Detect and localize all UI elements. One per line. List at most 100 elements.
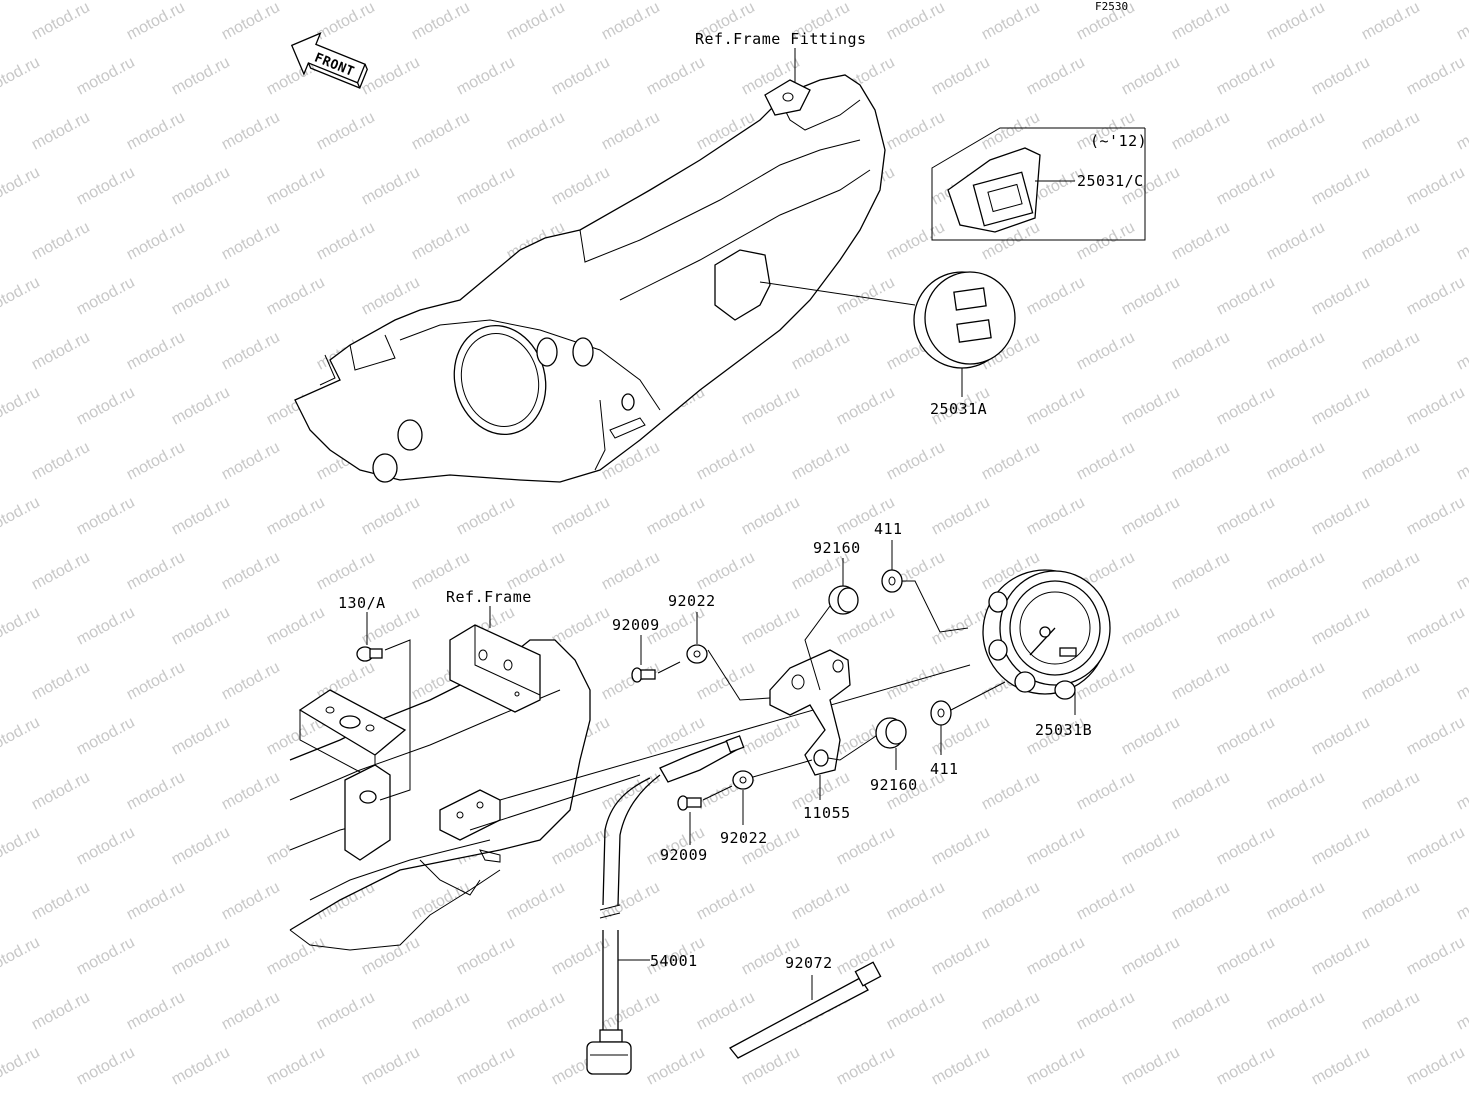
label-ref-frame-fittings: Ref.Frame Fittings: [695, 30, 867, 48]
watermark-text: motod.ru: [834, 824, 898, 869]
watermark-text: motod.ru: [644, 494, 708, 539]
watermark-text: motod.ru: [1454, 659, 1469, 704]
watermark-text: motod.ru: [454, 54, 518, 99]
watermark-text: motod.ru: [739, 714, 803, 759]
watermark-text: motod.ru: [1264, 769, 1328, 814]
watermark-text: motod.ru: [124, 549, 188, 594]
watermark-text: motod.ru: [314, 219, 378, 264]
watermark-text: motod.ru: [1024, 54, 1088, 99]
watermark-text: motod.ru: [264, 164, 328, 209]
watermark-text: motod.ru: [1264, 109, 1328, 154]
watermark-text: motod.ru: [789, 329, 853, 374]
watermark-text: motod.ru: [29, 659, 93, 704]
watermark-text: motod.ru: [739, 494, 803, 539]
watermark-text: motod.ru: [1214, 934, 1278, 979]
label-92009-top: 92009: [612, 616, 660, 634]
watermark-text: motod.ru: [1309, 604, 1373, 649]
watermark-text: motod.ru: [264, 274, 328, 319]
watermark-text: motod.ru: [1169, 109, 1233, 154]
watermark-text: motod.ru: [1214, 494, 1278, 539]
watermark-text: motod.ru: [409, 109, 473, 154]
watermark-text: motod.ru: [169, 274, 233, 319]
watermark-text: motod.ru: [1309, 54, 1373, 99]
watermark-text: motod.ru: [1214, 714, 1278, 759]
watermark-text: motod.ru: [409, 0, 473, 44]
watermark-text: motod.ru: [1169, 659, 1233, 704]
diagram-code: F2530: [1095, 0, 1128, 13]
watermark-text: motod.ru: [0, 824, 43, 869]
part-92072-cable-tie: [729, 961, 882, 1059]
watermark-text: motod.ru: [1404, 714, 1468, 759]
watermark-text: motod.ru: [1359, 0, 1423, 44]
watermark-text: motod.ru: [1119, 1044, 1183, 1089]
watermark-text: motod.ru: [979, 989, 1043, 1034]
watermark-text: motod.ru: [929, 494, 993, 539]
watermark-text: motod.ru: [74, 164, 138, 209]
watermark-text: motod.ru: [1119, 604, 1183, 649]
watermark-text: motod.ru: [789, 879, 853, 924]
watermark-text: motod.ru: [834, 274, 898, 319]
watermark-text: motod.ru: [264, 604, 328, 649]
watermark-text: motod.ru: [454, 934, 518, 979]
watermark-text: motod.ru: [1169, 989, 1233, 1034]
label-411-top: 411: [874, 520, 903, 538]
watermark-text: motod.ru: [1404, 384, 1468, 429]
watermark-text: motod.ru: [1169, 549, 1233, 594]
meter-cover: [294, 74, 886, 483]
watermark-text: motod.ru: [1309, 934, 1373, 979]
watermark-text: motod.ru: [1359, 659, 1423, 704]
part-411-bottom: [930, 681, 1006, 755]
watermark-text: motod.ru: [1309, 164, 1373, 209]
watermark-text: motod.ru: [124, 989, 188, 1034]
watermark-text: motod.ru: [1169, 0, 1233, 44]
watermark-text: motod.ru: [504, 989, 568, 1034]
watermark-text: motod.ru: [29, 0, 93, 44]
watermark-text: motod.ru: [1454, 439, 1469, 484]
watermark-text: motod.ru: [979, 0, 1043, 44]
watermark-text: motod.ru: [1214, 384, 1278, 429]
watermark-text: motod.ru: [979, 109, 1043, 154]
watermark-text: motod.ru: [1024, 934, 1088, 979]
watermark-text: motod.ru: [124, 109, 188, 154]
watermark-text: motod.ru: [409, 219, 473, 264]
watermark-text: motod.ru: [1119, 54, 1183, 99]
watermark-text: motod.ru: [314, 109, 378, 154]
watermark-text: motod.ru: [359, 494, 423, 539]
label-25031A: 25031A: [930, 400, 987, 418]
watermark-text: motod.ru: [124, 879, 188, 924]
watermark-text: motod.ru: [359, 164, 423, 209]
watermark-text: motod.ru: [219, 109, 283, 154]
watermark-text: motod.ru: [1454, 109, 1469, 154]
watermark-text: motod.ru: [929, 934, 993, 979]
part-25031A-display: [759, 271, 1016, 397]
watermark-text: motod.ru: [169, 1044, 233, 1089]
label-11055: 11055: [803, 804, 851, 822]
watermark-text: motod.ru: [74, 54, 138, 99]
watermark-text: motod.ru: [219, 219, 283, 264]
watermark-text: motod.ru: [549, 604, 613, 649]
watermark-text: motod.ru: [1074, 329, 1138, 374]
watermark-text: motod.ru: [1359, 439, 1423, 484]
watermark-text: motod.ru: [0, 604, 43, 649]
label-92160-bottom: 92160: [870, 776, 918, 794]
watermark-text: motod.ru: [739, 604, 803, 649]
watermark-text: motod.ru: [1404, 54, 1468, 99]
watermark-text: motod.ru: [1169, 439, 1233, 484]
part-130A-bolt: [356, 612, 411, 801]
watermark-text: motod.ru: [0, 494, 43, 539]
part-92009-top: [631, 635, 681, 683]
watermark-text: motod.ru: [74, 824, 138, 869]
watermark-text: motod.ru: [884, 879, 948, 924]
watermark-text: motod.ru: [979, 769, 1043, 814]
watermark-text: motod.ru: [929, 824, 993, 869]
watermark-text: motod.ru: [409, 879, 473, 924]
watermark-text: motod.ru: [1359, 109, 1423, 154]
watermark-text: motod.ru: [29, 439, 93, 484]
watermark-text: motod.ru: [1359, 219, 1423, 264]
watermark-text: motod.ru: [169, 604, 233, 649]
watermark-text: motod.ru: [789, 439, 853, 484]
watermark-text: motod.ru: [1404, 824, 1468, 869]
watermark-text: motod.ru: [549, 494, 613, 539]
watermark-text: motod.ru: [124, 0, 188, 44]
